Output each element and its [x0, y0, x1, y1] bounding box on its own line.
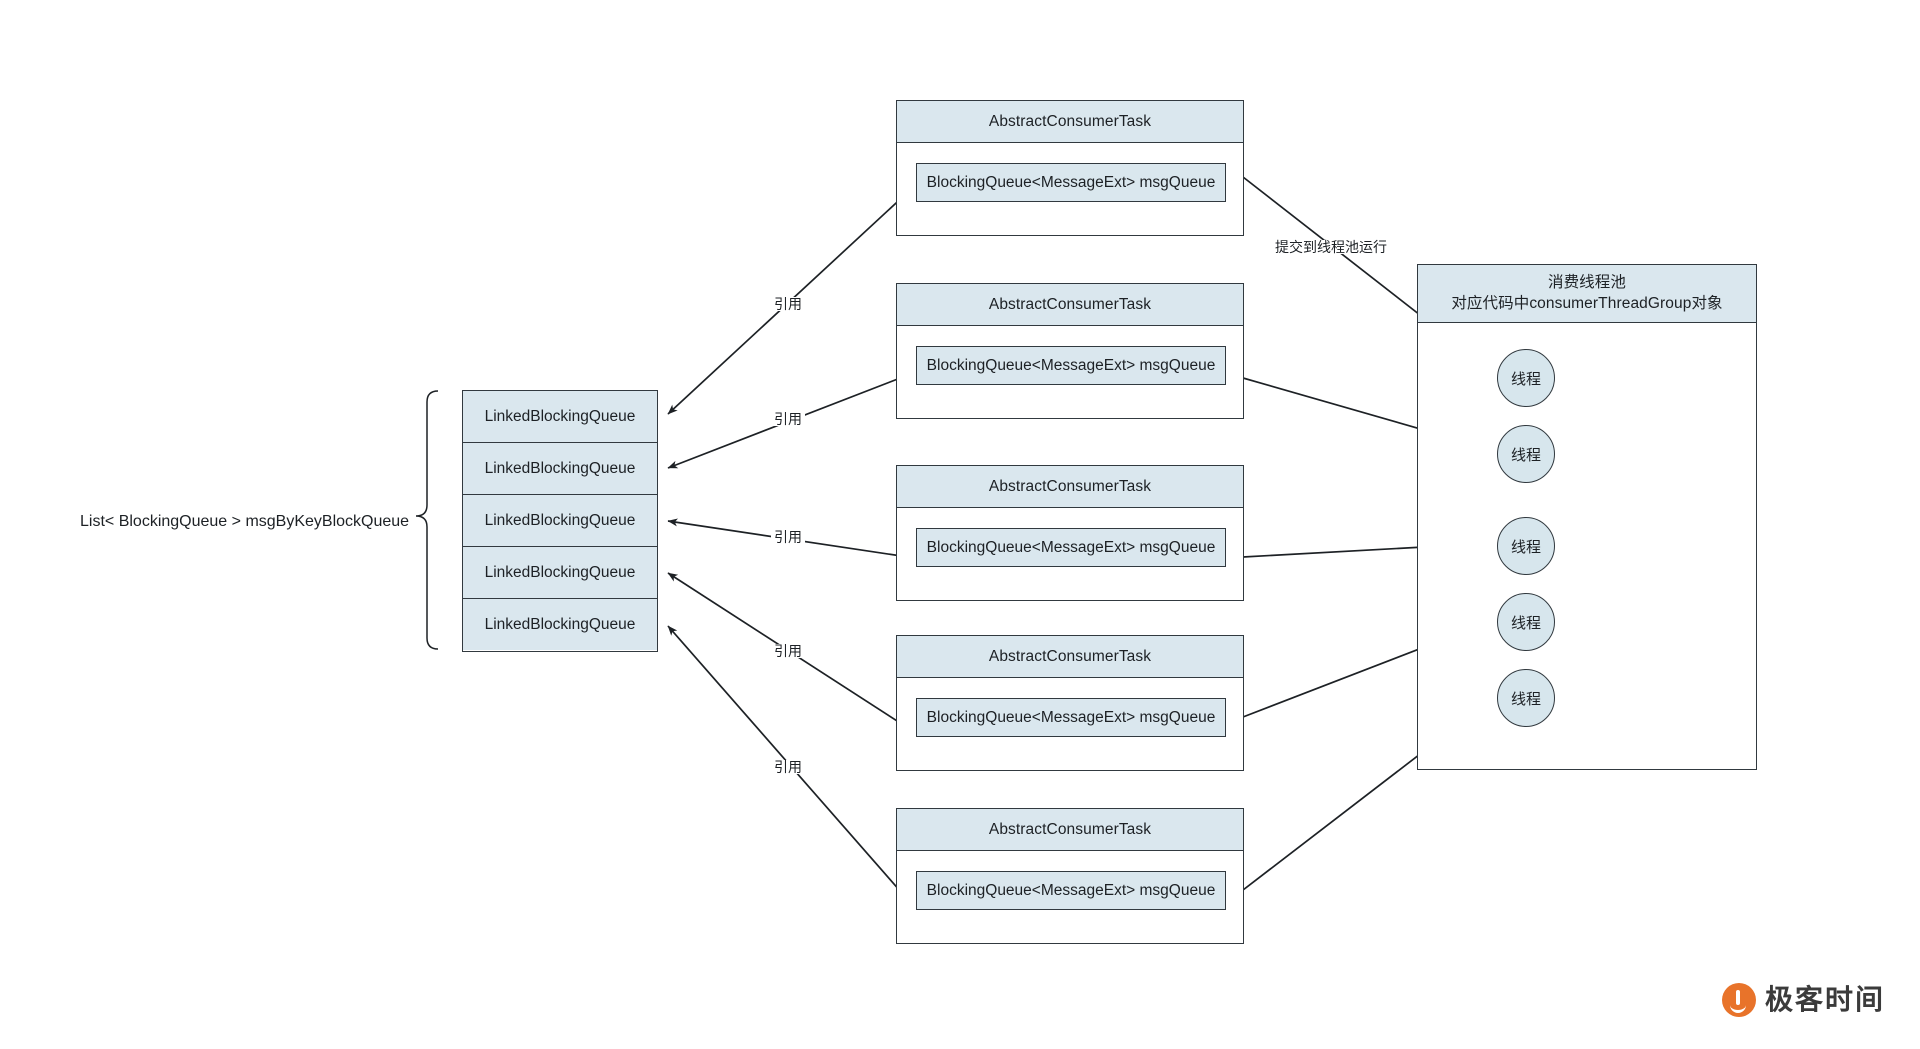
edge-label-reference: 引用: [771, 760, 805, 774]
msg-queue-field[interactable]: BlockingQueue<MessageExt> msgQueue: [916, 163, 1226, 202]
edge-label-reference: 引用: [771, 644, 805, 658]
consumer-task-title: AbstractConsumerTask: [897, 636, 1243, 678]
thread-circle[interactable]: 线程: [1497, 425, 1555, 483]
consumer-task-box[interactable]: AbstractConsumerTask BlockingQueue<Messa…: [896, 808, 1244, 944]
consumer-task-box[interactable]: AbstractConsumerTask BlockingQueue<Messa…: [896, 283, 1244, 419]
consumer-task-box[interactable]: AbstractConsumerTask BlockingQueue<Messa…: [896, 465, 1244, 601]
brand-logo: 极客时间: [1722, 983, 1885, 1017]
msg-by-key-block-queue-label: List< BlockingQueue > msgByKeyBlockQueue: [80, 513, 410, 530]
queue-row[interactable]: LinkedBlockingQueue: [463, 443, 657, 495]
queue-row[interactable]: LinkedBlockingQueue: [463, 391, 657, 443]
consumer-task-title: AbstractConsumerTask: [897, 809, 1243, 851]
consumer-task-title: AbstractConsumerTask: [897, 284, 1243, 326]
msg-queue-field[interactable]: BlockingQueue<MessageExt> msgQueue: [916, 346, 1226, 385]
thread-circle[interactable]: 线程: [1497, 593, 1555, 651]
brand-name: 极客时间: [1765, 984, 1886, 1015]
edge-label-reference: 引用: [771, 530, 805, 544]
consumer-task-title: AbstractConsumerTask: [897, 466, 1243, 508]
consumer-task-box[interactable]: AbstractConsumerTask BlockingQueue<Messa…: [896, 635, 1244, 771]
thread-pool-title-line2: 对应代码中consumerThreadGroup对象: [1451, 294, 1723, 312]
thread-circle[interactable]: 线程: [1497, 669, 1555, 727]
msg-queue-field[interactable]: BlockingQueue<MessageExt> msgQueue: [916, 871, 1226, 910]
queue-row[interactable]: LinkedBlockingQueue: [463, 495, 657, 547]
geekbang-logo-icon: [1722, 983, 1756, 1017]
thread-circle[interactable]: 线程: [1497, 517, 1555, 575]
thread-pool-title: 消费线程池 对应代码中consumerThreadGroup对象: [1418, 265, 1756, 323]
msg-queue-field[interactable]: BlockingQueue<MessageExt> msgQueue: [916, 528, 1226, 567]
queue-row[interactable]: LinkedBlockingQueue: [463, 547, 657, 599]
thread-circle[interactable]: 线程: [1497, 349, 1555, 407]
msg-queue-field[interactable]: BlockingQueue<MessageExt> msgQueue: [916, 698, 1226, 737]
consumer-task-box[interactable]: AbstractConsumerTask BlockingQueue<Messa…: [896, 100, 1244, 236]
queue-stack: LinkedBlockingQueue LinkedBlockingQueue …: [462, 390, 658, 652]
consumer-thread-pool-box[interactable]: 消费线程池 对应代码中consumerThreadGroup对象 线程 线程 线…: [1417, 264, 1757, 770]
edge-label-submit-to-pool: 提交到线程池运行: [1272, 240, 1390, 254]
queue-row[interactable]: LinkedBlockingQueue: [463, 599, 657, 650]
edge-label-reference: 引用: [771, 412, 805, 426]
thread-pool-title-line1: 消费线程池: [1547, 273, 1626, 291]
consumer-task-title: AbstractConsumerTask: [897, 101, 1243, 143]
edge-label-reference: 引用: [771, 297, 805, 311]
